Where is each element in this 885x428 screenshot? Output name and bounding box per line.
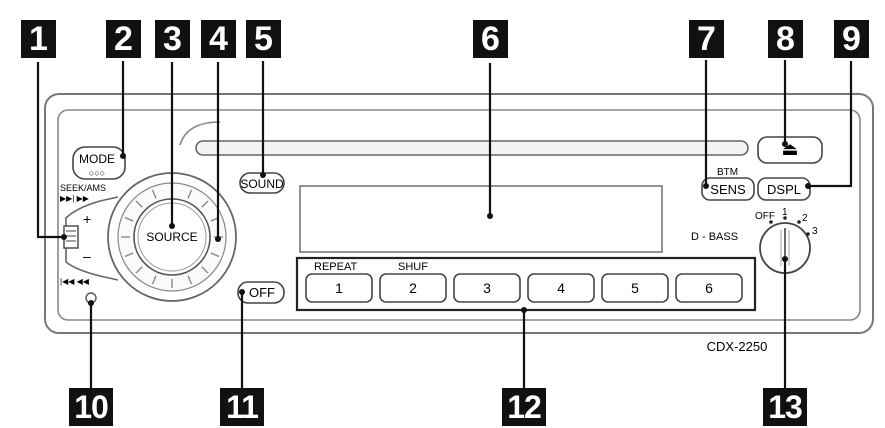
- callout-7: 7: [689, 20, 724, 58]
- preset-button-2[interactable]: 2: [379, 273, 447, 303]
- dial-ridge: [151, 189, 157, 199]
- leader-9: [808, 61, 853, 188]
- callout-11: 11: [220, 388, 264, 426]
- sens-button-label: SENS: [710, 182, 746, 197]
- dial-ridge: [187, 275, 193, 285]
- dbass-dot-2: [797, 220, 801, 224]
- repeat-label: REPEAT: [314, 261, 357, 273]
- seek-forward-icon: ▶▶| ▶▶: [60, 194, 90, 203]
- dspl-button-label: DSPL: [767, 182, 801, 197]
- dbass-3-label: 3: [812, 226, 818, 237]
- dial-ridge: [187, 189, 193, 199]
- dial-ridge: [201, 200, 209, 208]
- dspl-button[interactable]: DSPL: [757, 177, 811, 201]
- callout-2: 2: [106, 20, 141, 58]
- seek-ams-label: SEEK/AMS: [60, 183, 106, 193]
- dial-ridge: [210, 252, 220, 258]
- dial-ridge: [124, 252, 134, 258]
- off-button[interactable]: OFF: [237, 281, 285, 304]
- callout-5: 5: [246, 20, 281, 58]
- mode-button[interactable]: MODE ○○○: [72, 146, 126, 180]
- source-button-label: SOURCE: [146, 230, 197, 244]
- volume-dial[interactable]: [107, 172, 237, 302]
- leader-1: [36, 62, 64, 239]
- dbass-dot-3: [806, 232, 810, 236]
- dial-ridge: [151, 275, 157, 285]
- callout-9: 9: [834, 20, 869, 58]
- front-panel-outer: [44, 93, 874, 334]
- preset-button-label: 3: [483, 280, 491, 296]
- dbass-1-label: 1: [782, 207, 788, 218]
- callout-8: 8: [768, 20, 803, 58]
- volume-minus-label: –: [83, 248, 91, 264]
- preset-button-3[interactable]: 3: [453, 273, 521, 303]
- cd-slot: [195, 140, 749, 156]
- mode-button-dots: ○○○: [89, 168, 105, 178]
- preset-button-label: 1: [335, 280, 343, 296]
- panel-bevel-line: [179, 121, 221, 146]
- display-window: [299, 185, 663, 253]
- eject-button[interactable]: ⏏: [757, 136, 823, 164]
- preset-button-6[interactable]: 6: [675, 273, 743, 303]
- dbass-off-label: OFF: [755, 211, 775, 222]
- dial-ridge: [135, 266, 143, 274]
- seek-rocker[interactable]: [63, 196, 119, 281]
- off-button-label: OFF: [249, 285, 275, 300]
- callout-6: 6: [473, 20, 508, 58]
- sound-button-label: SOUND: [240, 177, 284, 191]
- dial-ridge: [124, 216, 134, 222]
- callout-13: 13: [763, 388, 807, 426]
- sens-button[interactable]: SENS: [701, 177, 755, 201]
- leader-dots: [61, 141, 811, 313]
- model-number: CDX-2250: [707, 339, 768, 354]
- preset-buttons: 1 2 3 4 5 6: [305, 273, 743, 303]
- preset-button-label: 4: [557, 280, 565, 296]
- callout-10: 10: [69, 388, 113, 426]
- preset-button-label: 2: [409, 280, 417, 296]
- leader-lines: [36, 60, 853, 392]
- front-panel-inner: [57, 109, 861, 321]
- volume-plus-label: +: [83, 211, 91, 227]
- preset-button-label: 5: [631, 280, 639, 296]
- dial-ridge: [135, 200, 143, 208]
- callout-3: 3: [155, 20, 190, 58]
- callout-1: 1: [21, 20, 56, 58]
- seek-back-icon: |◀◀ ◀◀: [60, 277, 90, 286]
- dbass-dot-1: [783, 216, 787, 220]
- dbass-2-label: 2: [802, 213, 808, 224]
- btm-label: BTM: [717, 167, 738, 178]
- dbass-label: D - BASS: [691, 231, 738, 243]
- callout-12: 12: [502, 388, 546, 426]
- mode-button-label: MODE: [79, 152, 115, 166]
- preset-button-4[interactable]: 4: [527, 273, 595, 303]
- dbass-dot-off: [769, 220, 773, 224]
- dial-ridge: [201, 266, 209, 274]
- preset-button-label: 6: [705, 280, 713, 296]
- preset-button-1[interactable]: 1: [305, 273, 373, 303]
- callout-4: 4: [201, 20, 236, 58]
- sound-button[interactable]: SOUND: [239, 172, 285, 194]
- preset-button-5[interactable]: 5: [601, 273, 669, 303]
- shuf-label: SHUF: [398, 261, 428, 273]
